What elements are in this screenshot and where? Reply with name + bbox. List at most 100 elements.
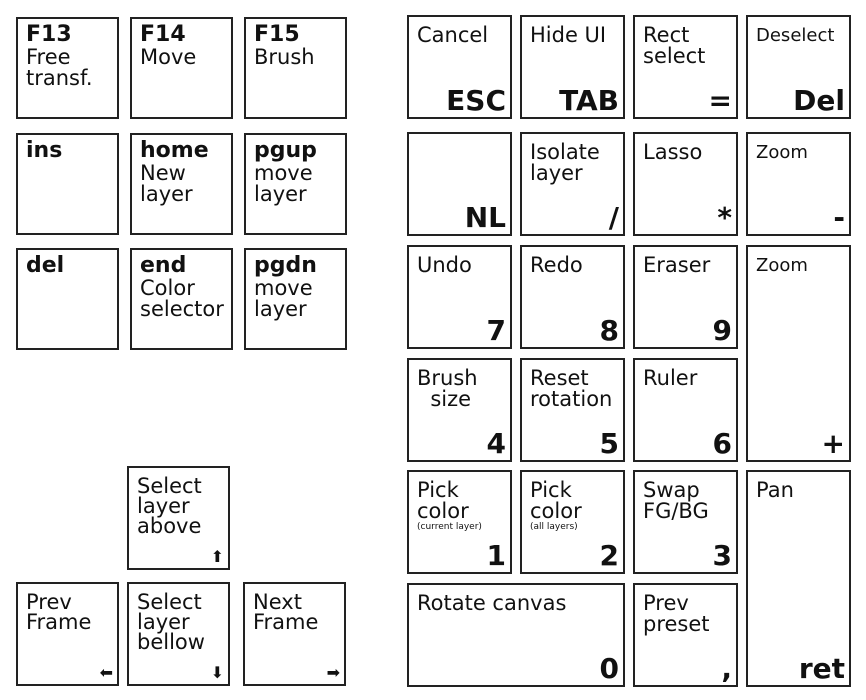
key-action: Rotate canvas [417,591,567,615]
key-text: Ruler [643,368,697,389]
arrow-key: Select layer above ⬆ [127,466,230,570]
key-action: Prev preset [643,591,710,636]
key-action: Reset rotation [530,366,613,411]
key-action: Prev Frame [26,590,92,634]
numpad-key: NL [407,132,512,236]
key-action: Lasso [643,140,703,164]
key-text: Undo [417,255,472,276]
key-name: pgdn [254,253,317,278]
key-text: Deselect [756,25,834,46]
key-name: ins [26,138,63,163]
key-action: Pan [756,478,794,502]
key-text: Isolate layer [530,142,600,184]
key-text: Redo [530,255,583,276]
key-text: Reset rotation [530,368,612,410]
key-text: del [26,254,64,278]
key-name: F13 [26,22,72,47]
key-ins: ins [16,133,119,235]
numpad-key: Isolate layer/ [520,132,625,236]
key-action: Next Frame [253,590,319,634]
key-name: TAB [559,84,619,117]
key-name: NL [464,201,506,234]
key-action: move layer [254,276,313,321]
key-name: + [821,427,845,460]
key-action: Color selector [140,276,224,321]
key-text: Zoom [756,255,808,276]
key-name: F14 [140,22,186,47]
arrow-key: Prev Frame⬅ [16,582,119,686]
numpad-key: Zoom + [746,245,851,462]
key-name: end [140,253,187,278]
key-action: Brush size [417,366,478,411]
key-text: Cancel [417,25,488,46]
key-action: Isolate layer [530,140,600,185]
key-name: 7 [486,314,506,347]
key-text: ins [26,139,62,163]
key-action: move layer [254,161,313,206]
arrow-key: Select layer bellow⬇ [127,582,230,686]
numpad-key: Undo 7 [407,245,512,349]
key-note: (current layer) [417,522,482,532]
key-action: Brush [254,45,315,69]
key-name: 2 [599,539,619,572]
key-action: Deselect [756,25,835,46]
key-action: Pick color [530,478,582,523]
numpad-key: Redo 8 [520,245,625,349]
key-text: Eraser [643,255,710,276]
key-text: Zoom [756,142,808,163]
key-name: Del [793,84,845,117]
arrow-up-icon: ⬆ [210,547,224,566]
key-action: Ruler [643,366,698,390]
key-name: 1 [486,539,506,572]
key-name: = [708,84,732,117]
key-action: Zoom [756,142,808,163]
key-name: ESC [446,84,506,117]
key-action: Move [140,45,197,69]
key-action: Select layer above [137,474,202,538]
key-action: Free transf. [26,45,93,90]
key-name: home [140,138,209,163]
key-name: 8 [599,314,619,347]
numpad-key: Hide UI TAB [520,15,625,119]
key-action: Zoom [756,255,808,276]
key-text: Rect select [643,25,705,67]
key-name: / [608,201,619,234]
key-action: Hide UI [530,23,607,47]
key-action: Pick color [417,478,469,523]
key-note: (all layers) [530,522,578,532]
key-text: Pick color(all layers) [530,478,582,533]
key-text: Brush size [417,368,478,410]
numpad-key: Prev preset, [633,583,738,687]
key-name: 3 [712,539,732,572]
key-text: Prev preset [643,593,710,635]
key-action: Redo [530,253,583,277]
key-name: del [26,253,65,278]
key-text: Lasso [643,142,702,163]
key-name: pgup [254,138,317,163]
numpad-key: Pick color(current layer) 1 [407,470,512,574]
key-action: New layer [140,161,193,206]
key-name: 4 [486,427,506,460]
key-text: Pan [756,480,794,501]
arrow-down-icon: ⬇ [210,663,224,682]
key-name: 0 [599,652,619,685]
